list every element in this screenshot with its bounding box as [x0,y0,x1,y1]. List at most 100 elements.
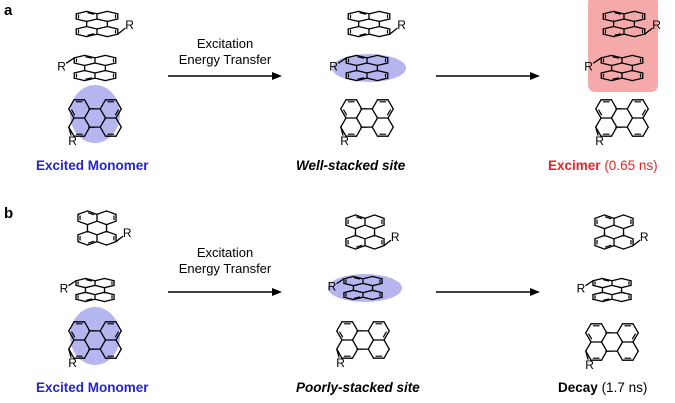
bond [364,244,376,250]
bond [354,244,366,250]
bond [94,291,106,296]
bond [96,230,108,236]
bond [621,54,634,59]
bond [632,332,639,343]
bond [115,108,122,119]
bond [367,339,375,350]
substituent-bond [117,27,126,35]
bond [383,348,390,359]
substituent-bond [383,239,392,247]
bond [632,341,639,352]
bond [354,234,366,240]
bond [633,10,646,15]
bond [373,234,385,240]
bond [595,108,602,119]
double-bond [641,109,646,116]
bond [600,54,613,59]
bond [343,289,355,294]
bond [623,10,636,15]
decay-lifetime: (1.7 ns) [601,380,648,395]
double-bond [603,279,610,282]
bond [115,117,122,128]
bond [362,275,374,280]
substituent-bond [336,348,340,358]
substituent-label-r: R [640,230,649,244]
bond [84,277,96,282]
panel-b-stack-right: RRR [577,214,649,372]
bond [75,284,87,289]
bond [83,99,91,110]
bond [626,126,634,137]
double-bond [88,212,95,216]
substituent-bond [340,126,344,136]
bond [626,108,634,119]
bond [610,117,618,128]
bond [99,108,107,119]
bond [347,25,360,30]
bond [387,117,394,128]
bond [83,339,91,350]
bond [83,77,96,82]
bond [366,77,379,82]
bond [623,33,636,38]
bond [357,10,370,15]
bond [366,54,379,59]
bond [68,117,75,128]
bond [75,298,87,303]
double-bond [114,331,119,338]
bond [73,69,86,74]
bond [367,348,375,359]
bond [616,323,624,334]
bond [626,99,634,110]
bond [99,126,107,137]
bond [77,240,89,246]
bond [75,10,88,15]
bond [105,240,117,246]
panel-b-excited-monomer-label: Excited Monomer [36,380,149,395]
bond [352,282,364,287]
bond [611,284,623,289]
bond [600,69,613,74]
bond [96,25,109,30]
bond [357,25,370,30]
bond [371,289,383,294]
double-bond [71,331,76,338]
bond [373,244,385,250]
bond [336,330,343,341]
bond [642,108,649,119]
bond [362,289,374,294]
bond [83,321,91,332]
double-bond [605,216,612,220]
bond [373,224,385,230]
bond [83,348,91,359]
bond [366,62,379,67]
bond [99,339,107,350]
bond [592,277,604,282]
bond [103,291,115,296]
excimer-lifetime: (0.65 ns) [604,158,658,173]
double-bond [605,244,612,248]
bond [96,220,108,226]
bond [378,33,391,38]
bond [355,69,368,74]
panel-a-arrow-2-head [530,72,540,80]
bond [77,210,89,216]
substituent-bond [68,348,72,358]
bond [600,62,613,67]
bond [594,234,606,240]
bond [345,244,357,250]
panel-b-label: b [4,205,14,222]
substituent-label-r: R [60,282,69,296]
bond [75,277,87,282]
bond [86,230,98,236]
bond [600,341,608,352]
bond [75,291,87,296]
bond [77,230,89,236]
bond [96,240,108,246]
bond [371,126,379,137]
panel-a-arrow-caption: Excitation Energy Transfer [172,36,278,68]
bond [620,291,632,296]
double-bond [631,333,636,340]
bond [99,321,107,332]
bond [602,33,615,38]
